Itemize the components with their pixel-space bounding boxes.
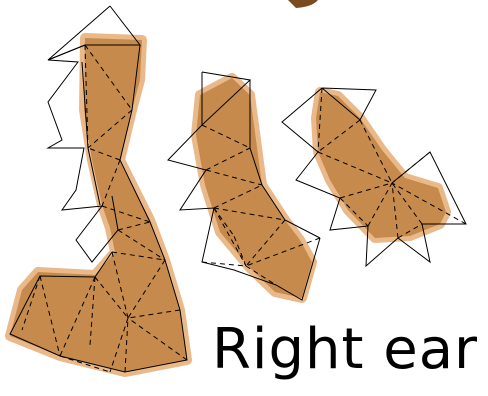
caption-label: Right ear xyxy=(212,322,478,378)
right-piece xyxy=(282,88,466,266)
top-partial-piece xyxy=(288,0,318,8)
left-piece xyxy=(10,6,187,372)
middle-piece xyxy=(168,72,320,300)
